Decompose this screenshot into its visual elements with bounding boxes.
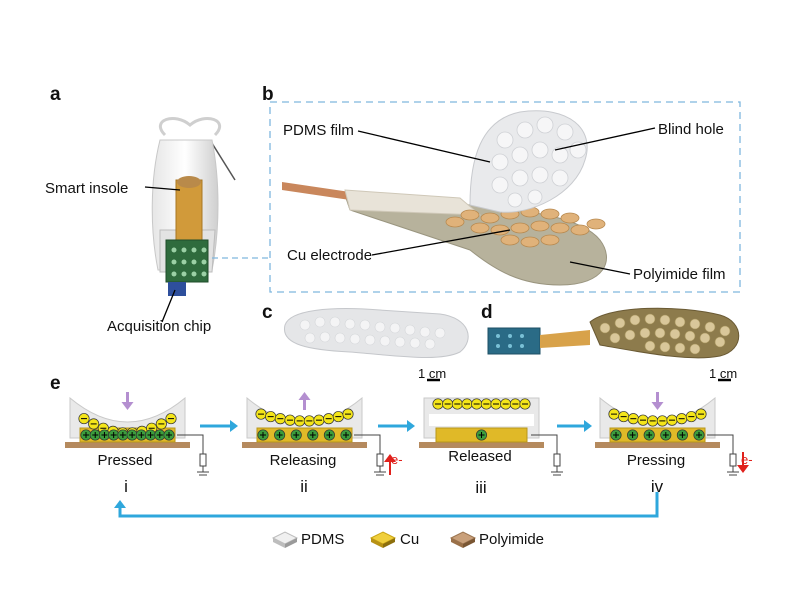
panel-label-a: a xyxy=(50,84,61,105)
lead-wire xyxy=(177,434,204,454)
polyimide-layer xyxy=(242,442,367,448)
scale-bar-c: 1 cm xyxy=(418,366,447,381)
polyimide-layer xyxy=(595,442,720,448)
smart-insole-label: Smart insole xyxy=(45,180,129,197)
lead-wire xyxy=(707,434,734,454)
polyimide-layer xyxy=(419,442,544,448)
legend-pdms: PDMS xyxy=(301,531,345,548)
acquisition-chip-label: Acquisition chip xyxy=(107,318,212,335)
state-name-iii: Released xyxy=(448,448,512,465)
cu-swatch xyxy=(369,531,397,548)
cu-electrode-label: Cu electrode xyxy=(287,247,373,264)
state-name-iv: Pressing xyxy=(626,452,686,469)
panel-label-c: c xyxy=(262,302,273,323)
state-name-ii: Releasing xyxy=(269,452,337,469)
panel-label-d: d xyxy=(481,302,493,323)
electron-label-ii: e- xyxy=(391,452,403,467)
state-roman-i: i xyxy=(124,477,128,496)
pdms-swatch xyxy=(271,531,299,548)
polyimide-film-label: Polyimide film xyxy=(633,266,726,283)
lead-wire xyxy=(354,434,381,454)
legend-cu: Cu xyxy=(400,531,420,548)
polyimide-layer xyxy=(65,442,190,448)
state-name-i: Pressed xyxy=(97,452,153,469)
polyimide-swatch xyxy=(449,531,477,548)
scale-bar-d: 1 cm xyxy=(709,366,738,381)
pdms-film-label: PDMS film xyxy=(283,122,354,139)
state-roman-iv: iv xyxy=(650,477,664,496)
cycle-return-arrow xyxy=(118,492,659,518)
electron-label-iv: e- xyxy=(741,452,753,467)
panel-label-e: e xyxy=(50,373,61,394)
lead-wire xyxy=(531,434,558,454)
state-roman-ii: ii xyxy=(300,477,308,496)
blind-hole-label: Blind hole xyxy=(658,121,724,138)
state-roman-iii: iii xyxy=(475,478,487,497)
legend-polyimide: Polyimide xyxy=(479,531,545,548)
panel-label-b: b xyxy=(262,84,274,105)
